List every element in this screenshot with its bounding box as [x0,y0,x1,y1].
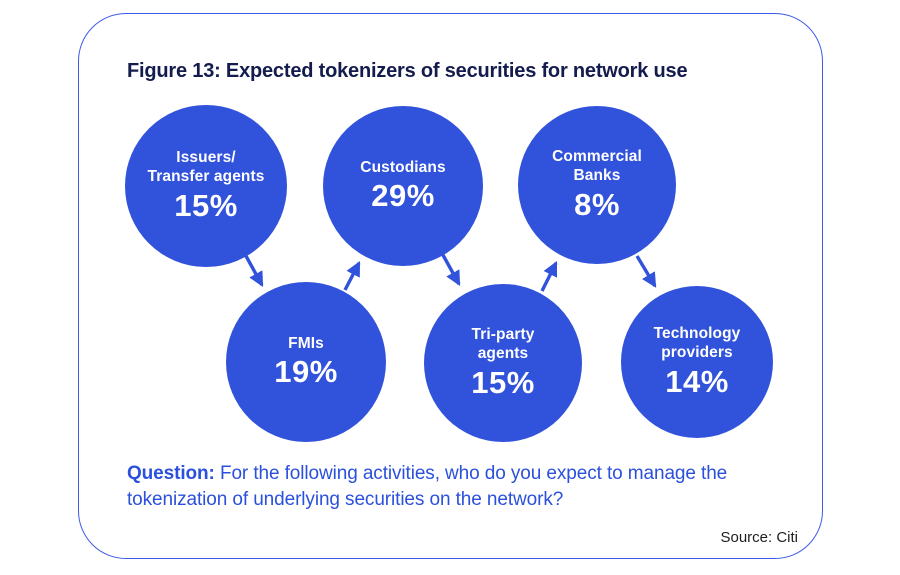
bubble-issuers-transfer-agents: Issuers/ Transfer agents 15% [125,105,287,267]
source-attribution: Source: Citi [720,529,798,546]
bubble-value: 15% [174,187,238,223]
question-label: Question: [127,463,215,484]
figure-question: Question: For the following activities, … [127,461,742,513]
bubble-value: 15% [471,364,535,400]
figure-title: Figure 13: Expected tokenizers of securi… [127,60,688,82]
bubble-value: 19% [274,354,338,390]
bubble-technology-providers: Technology providers 14% [621,286,773,438]
bubble-label: Issuers/ Transfer agents [147,149,265,185]
bubble-label: Custodians [360,158,446,176]
bubble-value: 29% [371,178,435,214]
question-body: For the following activities, who do you… [127,463,728,510]
bubble-value: 14% [665,363,729,399]
bubble-tri-party-agents: Tri-party agents 15% [424,284,582,442]
bubble-label: Tri-party agents [471,326,535,362]
bubble-value: 8% [574,186,620,222]
bubble-custodians: Custodians 29% [323,106,483,266]
bubble-fmis: FMIs 19% [226,282,386,442]
bubble-label: Technology providers [653,325,741,361]
figure-border [78,13,823,559]
bubble-label: Commercial Banks [552,148,642,184]
bubble-label: FMIs [288,334,324,352]
bubble-commercial-banks: Commercial Banks 8% [518,106,676,264]
